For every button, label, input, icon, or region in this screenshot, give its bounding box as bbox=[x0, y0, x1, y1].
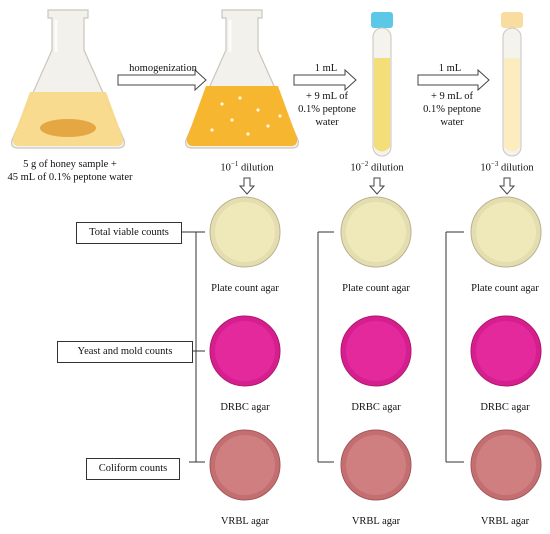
drbc-agar-label-3: DRBC agar bbox=[480, 402, 530, 413]
vrbl-agar-2 bbox=[340, 429, 412, 501]
drbc-agar-3 bbox=[470, 315, 542, 387]
dilution-label-3: 10−3 dilution bbox=[480, 160, 534, 174]
vrbl-agar-label-3: VRBL agar bbox=[480, 516, 530, 527]
transfer-2-addition: + 9 mL of 0.1% peptone water bbox=[423, 91, 481, 128]
drbc-agar-2 bbox=[340, 315, 412, 387]
plate-count-agar-label-2: Plate count agar bbox=[342, 283, 410, 294]
dilution-label-2: 10−2 dilution bbox=[350, 160, 404, 174]
tube-dilution-3 bbox=[501, 12, 523, 157]
drbc-agar-label-2: DRBC agar bbox=[351, 402, 401, 413]
dilution-label-1: 10−1 dilution bbox=[220, 160, 274, 174]
sample-label: 5 g of honey sample + 45 mL of 0.1% pept… bbox=[7, 159, 133, 183]
plate-count-agar-1 bbox=[209, 196, 281, 268]
process-arrows bbox=[117, 68, 490, 92]
dilution-down-arrows bbox=[238, 177, 516, 195]
flask-sample bbox=[11, 9, 125, 149]
drbc-agar-1 bbox=[209, 315, 281, 387]
homogenization-label: homogenization bbox=[129, 63, 197, 74]
total-viable-counts-box: Total viable counts bbox=[76, 222, 182, 244]
bracket-middle bbox=[317, 231, 334, 463]
plates bbox=[209, 196, 542, 501]
tube-dilution-2 bbox=[371, 12, 393, 157]
bracket-left bbox=[181, 231, 205, 463]
plate-count-agar-label-3: Plate count agar bbox=[471, 283, 539, 294]
plate-count-agar-3 bbox=[470, 196, 542, 268]
yeast-mold-counts-box: Yeast and mold counts bbox=[57, 341, 193, 363]
transfer-1-volume: 1 mL bbox=[314, 63, 338, 74]
vrbl-agar-3 bbox=[470, 429, 542, 501]
transfer-2-volume: 1 mL bbox=[438, 63, 462, 74]
plate-count-agar-label-1: Plate count agar bbox=[211, 283, 279, 294]
plate-count-agar-2 bbox=[340, 196, 412, 268]
coliform-counts-box: Coliform counts bbox=[86, 458, 180, 480]
transfer-1-addition: + 9 mL of 0.1% peptone water bbox=[298, 91, 356, 128]
vrbl-agar-label-1: VRBL agar bbox=[220, 516, 270, 527]
flask-homogenized bbox=[185, 9, 299, 149]
vrbl-agar-label-2: VRBL agar bbox=[351, 516, 401, 527]
bracket-right bbox=[445, 231, 464, 463]
vrbl-agar-1 bbox=[209, 429, 281, 501]
drbc-agar-label-1: DRBC agar bbox=[220, 402, 270, 413]
